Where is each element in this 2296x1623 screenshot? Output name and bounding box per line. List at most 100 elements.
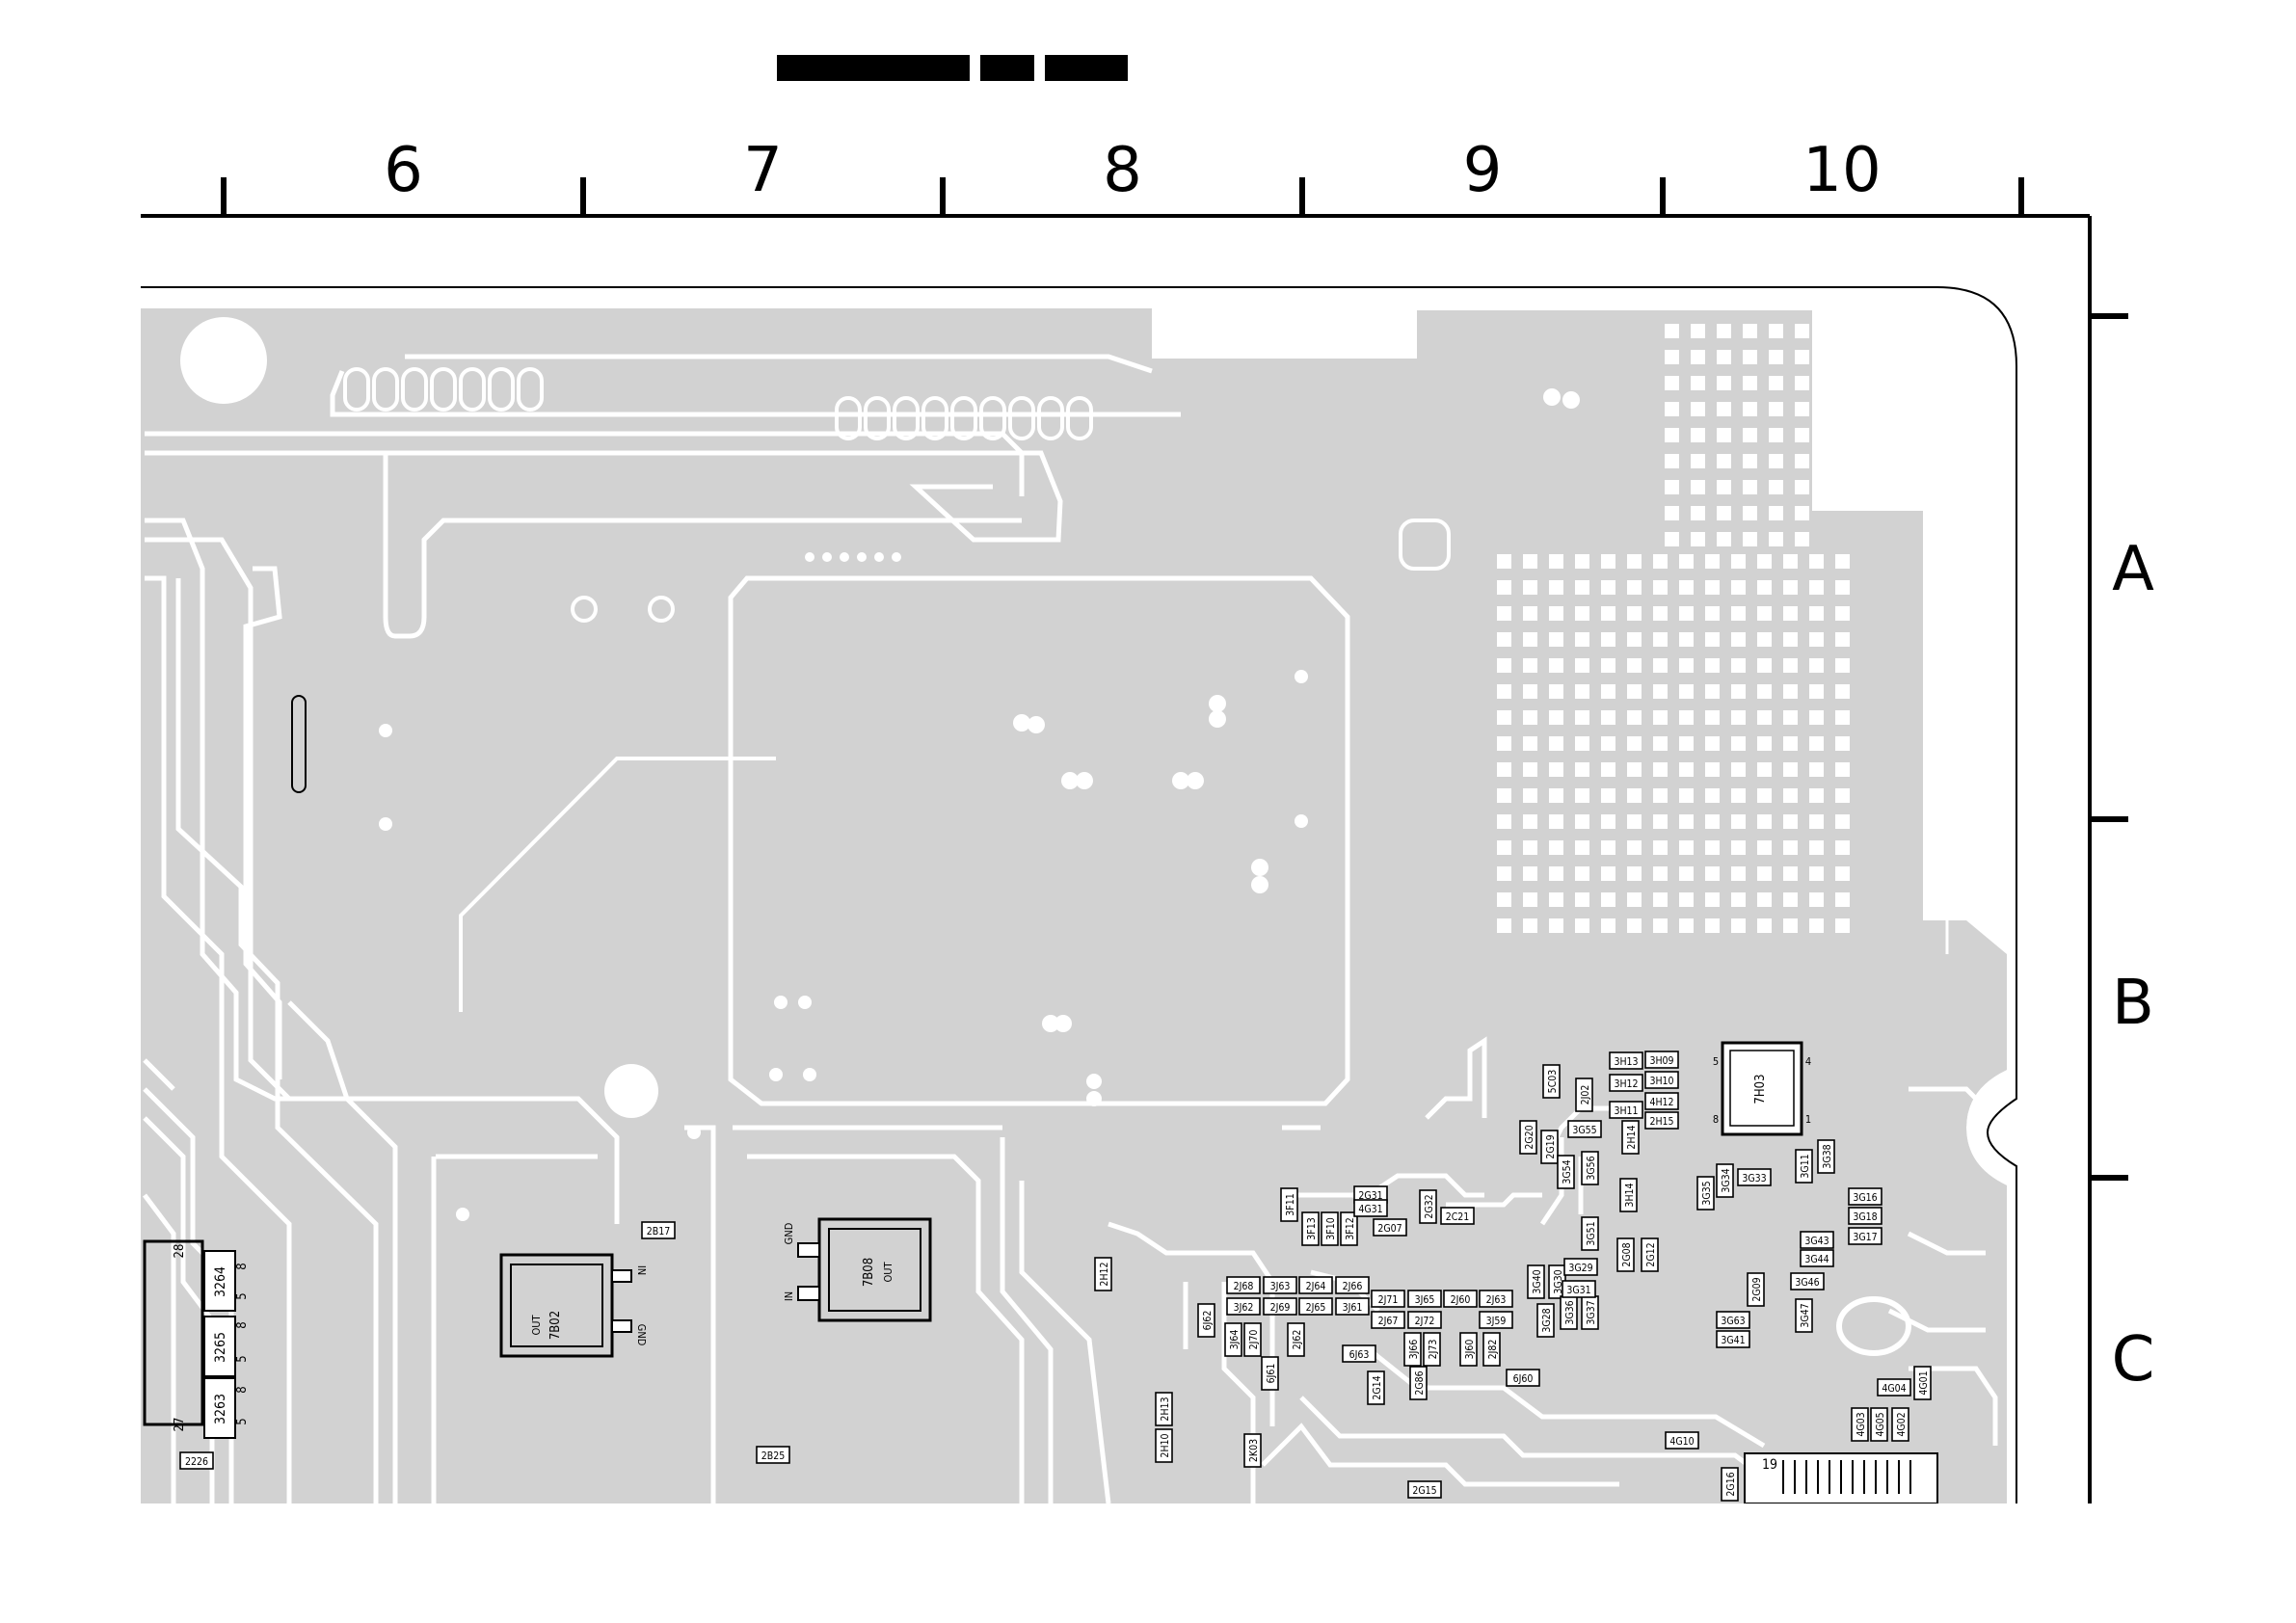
bga-pad	[1717, 428, 1731, 442]
component-3j60: 3J60	[1459, 1332, 1478, 1367]
bga-pad	[1717, 402, 1731, 416]
resistor-ref: 3264	[213, 1266, 228, 1297]
svg-text:2G07: 2G07	[1377, 1223, 1402, 1235]
connector-19-ref: 19	[1762, 1457, 1777, 1473]
component-3g44: 3G44	[1800, 1249, 1834, 1267]
board-copper	[141, 308, 2007, 1503]
bga-pad	[1679, 736, 1694, 751]
svg-text:2G31: 2G31	[1358, 1190, 1382, 1202]
bga-pad	[1731, 684, 1746, 699]
regulator-7b02-pin-out: OUT	[530, 1315, 543, 1336]
bga-pad	[1809, 866, 1824, 881]
bga-pad	[1575, 762, 1589, 777]
bga-pad	[1717, 376, 1731, 390]
bga-pad	[1523, 866, 1537, 881]
bga-pad	[1665, 480, 1679, 494]
component-3g54: 3G54	[1557, 1155, 1575, 1189]
svg-text:3G38: 3G38	[1822, 1144, 1833, 1168]
component-3j61: 3J61	[1335, 1297, 1370, 1316]
bga-pad	[1523, 736, 1537, 751]
bga-pad	[1731, 736, 1746, 751]
bga-pad	[1601, 580, 1615, 595]
component-3g55: 3G55	[1567, 1120, 1602, 1138]
bga-pad	[1717, 480, 1731, 494]
bga-pad	[1731, 632, 1746, 647]
component-3g29: 3G29	[1563, 1258, 1598, 1276]
svg-text:3G36: 3G36	[1564, 1300, 1576, 1324]
bga-pad	[1835, 840, 1850, 855]
component-2j73: 2J73	[1423, 1332, 1441, 1367]
bga-pad	[1835, 736, 1850, 751]
svg-text:4G31: 4G31	[1358, 1204, 1382, 1215]
bga-pad	[1679, 866, 1694, 881]
component-3g36: 3G36	[1560, 1295, 1578, 1330]
bga-pad	[1705, 606, 1720, 621]
via	[874, 552, 884, 562]
svg-text:2J69: 2J69	[1270, 1302, 1291, 1314]
bga-pad	[1549, 606, 1563, 621]
bga-pad	[1601, 710, 1615, 725]
bga-pad	[1627, 814, 1642, 829]
bga-pad	[1497, 788, 1511, 803]
bga-pad	[1601, 866, 1615, 881]
svg-text:3G18: 3G18	[1853, 1211, 1877, 1223]
bga-pad	[1783, 762, 1798, 777]
bga-pad	[1523, 918, 1537, 933]
component-3g33: 3G33	[1737, 1168, 1772, 1186]
svg-text:3G17: 3G17	[1853, 1232, 1877, 1243]
bga-pad	[1523, 814, 1537, 829]
svg-text:2H14: 2H14	[1626, 1125, 1638, 1149]
bga-pad	[1679, 788, 1694, 803]
svg-text:3G16: 3G16	[1853, 1192, 1877, 1204]
bga-pad	[1731, 840, 1746, 855]
ic-7h03: 7H03 5 4 8 1	[1713, 1041, 1811, 1136]
bga-pad	[1627, 788, 1642, 803]
connector-pad	[401, 367, 428, 412]
component-3g17: 3G17	[1848, 1227, 1882, 1245]
bga-pad	[1523, 658, 1537, 673]
bga-pad	[1497, 658, 1511, 673]
component-4h12: 4H12	[1644, 1092, 1679, 1110]
bga-pad	[1653, 788, 1668, 803]
bga-pad	[1731, 710, 1746, 725]
bga-pad	[1665, 532, 1679, 546]
bga-pad	[1809, 840, 1824, 855]
bga-pad	[1549, 762, 1563, 777]
component-2g09: 2G09	[1747, 1272, 1765, 1307]
bga-pad	[1835, 606, 1850, 621]
bga-pad	[1809, 788, 1824, 803]
title-bar	[777, 55, 1128, 81]
ic-7h03-pin: 4	[1805, 1055, 1811, 1068]
component-3g38: 3G38	[1817, 1139, 1835, 1174]
component-5c03: 5C03	[1542, 1064, 1561, 1099]
component-2h14: 2H14	[1621, 1120, 1640, 1155]
bga-pad	[1731, 788, 1746, 803]
component-2g16: 2G16	[1721, 1467, 1739, 1502]
component-3g46: 3G46	[1790, 1272, 1825, 1290]
svg-text:3J61: 3J61	[1343, 1302, 1363, 1314]
svg-text:3J64: 3J64	[1229, 1330, 1241, 1350]
connector-pad	[430, 367, 457, 412]
bga-pad	[1549, 866, 1563, 881]
connector-pad	[372, 367, 399, 412]
bga-pad	[1769, 350, 1783, 364]
bga-pad	[1627, 606, 1642, 621]
bga-pad	[1665, 428, 1679, 442]
svg-text:2J68: 2J68	[1234, 1281, 1254, 1292]
bga-pad	[1497, 632, 1511, 647]
regulator-7b08: 7B08 OUT GND IN	[783, 1217, 932, 1322]
bga-pad	[1665, 454, 1679, 468]
bga-pad-array	[1497, 324, 1850, 933]
bga-pad	[1795, 324, 1809, 338]
via	[857, 552, 867, 562]
bga-pad	[1523, 762, 1537, 777]
bga-pad	[1731, 918, 1746, 933]
connector-pin-number: 8	[235, 1386, 250, 1393]
component-3f13: 3F13	[1301, 1211, 1320, 1246]
svg-text:3J63: 3J63	[1270, 1281, 1291, 1292]
bga-pad	[1705, 840, 1720, 855]
component-6j61: 6J61	[1261, 1356, 1279, 1391]
component-2j62: 2J62	[1287, 1322, 1305, 1357]
component-3f11: 3F11	[1280, 1187, 1298, 1222]
